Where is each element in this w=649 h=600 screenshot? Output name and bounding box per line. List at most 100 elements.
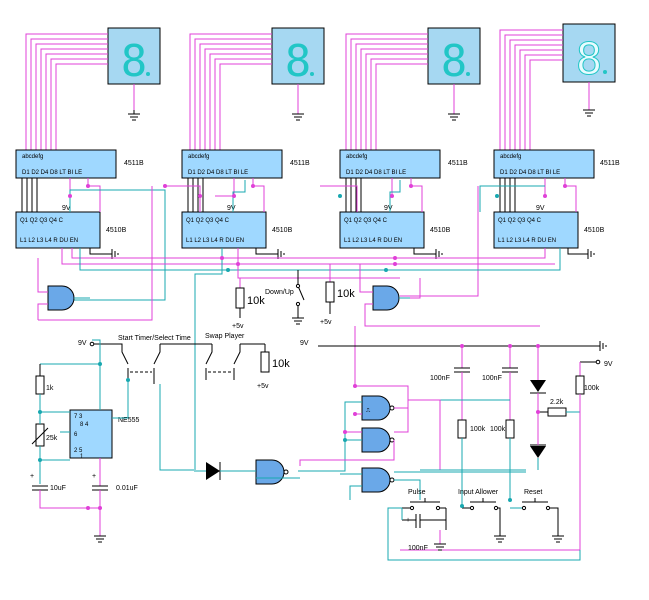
svg-text:L1 L2 L3 L4 R DU EN: L1 L2 L3 L4 R DU EN [344,238,402,244]
pulse-label: Pulse [408,489,426,496]
svg-text:10k: 10k [337,288,355,300]
display-digit: 8 [576,34,603,85]
svg-text:D1 D2 D4 D8 LT BI LE: D1 D2 D4 D8 LT BI LE [346,170,406,176]
display-bus-1 [25,33,108,150]
seven-segment-display-4: 8 [562,23,616,110]
decoder-chip-2: 4511B abcdefg D1 D2 D4 D8 LT BI LE [181,149,310,179]
gate-wiring [92,339,421,500]
chip-label: 4511B [448,160,468,167]
decoder-chip-4: 4511B abcdefg D1 D2 D4 D8 LT BI LE [493,149,620,179]
decoder-9v-labels: 9V 9V 9V 9V [62,205,545,212]
svg-text:abcdefg: abcdefg [188,154,209,160]
swap-player-label: Swap Player [205,333,245,340]
svg-text:100nF: 100nF [482,375,502,382]
counter-chip-3: 4510B Q1 Q2 Q3 Q4 C L1 L2 L3 L4 R DU EN [339,211,451,249]
ne555-timer: NE555 7 3 6 2 5 8 4 1 [69,409,140,460]
seven-segment-display-3: 8 [427,27,481,114]
display-grounds [128,109,595,121]
display-bus-2 [189,33,272,150]
svg-text:9V: 9V [604,361,613,368]
display-digit: 8 [121,36,148,87]
display-bus-4 [499,29,563,150]
input-allower-button[interactable]: Input Allower [458,489,506,543]
bottom-wiring [387,498,581,561]
resistor-10k-start: 10k +5v [232,278,265,330]
inter-stage-wiring [60,178,577,301]
svg-text:9V: 9V [227,205,236,212]
start-timer-switch[interactable]: Start Timer/Select Time 9V [78,335,191,384]
svg-text:1k: 1k [46,385,54,392]
svg-text:+: + [30,473,34,480]
supply-rail-top: 9V [300,340,607,380]
reset-label: Reset [524,489,542,496]
decoder-chip-3: 4511B abcdefg D1 D2 D4 D8 LT BI LE [339,149,468,179]
decoder-chip-1: 4511B abcdefg D1 D2 D4 D8 LT BI LE [15,149,144,179]
chip-label: 4510B [106,227,127,234]
svg-text:100k: 100k [470,426,486,433]
down-up-label: Down/Up [265,289,294,296]
chip-label: 4510B [430,227,451,234]
chip-label: 4510B [584,227,605,234]
resistor-10k-swap: 10k +5v [257,344,290,390]
svg-text:100k: 100k [490,426,506,433]
svg-text:9V: 9V [62,205,71,212]
svg-text:⎍: ⎍ [366,408,371,414]
feedback-wiring [38,186,421,388]
clock-bus [61,248,561,470]
diode [194,462,256,480]
svg-text:9V: 9V [536,205,545,212]
svg-text:Q1 Q2 Q3 Q4 C: Q1 Q2 Q3 Q4 C [186,218,230,224]
nand-gate-4 [361,467,395,493]
down-up-switch[interactable]: Down/Up [265,270,305,325]
svg-text:abcdefg: abcdefg [500,154,521,160]
and-gate-left [37,258,90,320]
input-allower-label: Input Allower [458,489,499,496]
chip-label: 4510B [272,227,293,234]
svg-text:100nF: 100nF [408,545,428,552]
svg-text:D1 D2 D4 D8 LT BI LE: D1 D2 D4 D8 LT BI LE [500,170,560,176]
svg-text:100k: 100k [584,385,600,392]
pulse-button[interactable]: Pulse + 100nF [401,489,447,552]
svg-text:7 3: 7 3 [74,414,83,420]
seven-segment-display-1: 8 [107,27,161,114]
svg-text:L1 L2 L3 L4 R DU EN: L1 L2 L3 L4 R DU EN [20,238,78,244]
svg-text:0.01uF: 0.01uF [116,485,138,492]
counter-chip-4: 4510B Q1 Q2 Q3 Q4 C L1 L2 L3 L4 R DU EN [493,211,605,249]
counter-chip-1: 4510B Q1 Q2 Q3 Q4 C L1 L2 L3 L4 R DU EN [15,211,127,249]
svg-text:D1 D2 D4 D8 LT BI LE: D1 D2 D4 D8 LT BI LE [22,170,82,176]
svg-text:10k: 10k [272,358,290,370]
svg-text:2.2k: 2.2k [550,399,564,406]
swap-player-switch[interactable]: Swap Player [160,333,265,380]
svg-text:10uF: 10uF [50,485,66,492]
svg-text:100nF: 100nF [430,375,450,382]
nand-gate-2 [361,427,395,453]
svg-text:+: + [92,473,96,480]
display-bus-3 [345,33,428,150]
counter-chip-2: 4510B Q1 Q2 Q3 Q4 C L1 L2 L3 L4 R DU EN [181,211,293,249]
svg-text:D1 D2 D4 D8 LT BI LE: D1 D2 D4 D8 LT BI LE [188,170,248,176]
svg-text:9V: 9V [384,205,393,212]
svg-text:9V: 9V [300,340,309,347]
display-digit: 8 [285,36,312,87]
svg-text:25k: 25k [46,435,58,442]
chip-label: 4511B [290,160,310,167]
display-digit: 8 [441,36,468,87]
svg-text:L1 L2 L3 L4 R DU EN: L1 L2 L3 L4 R DU EN [186,238,244,244]
svg-text:L1 L2 L3 L4 R DU EN: L1 L2 L3 L4 R DU EN [498,238,556,244]
right-passives: 100nF 100nF 100k 100k 2.2k 9V 100k [394,359,613,551]
chip-label: 4511B [124,160,144,167]
resistor-10k-updown: 10k +5v [320,264,355,326]
svg-text:+5v: +5v [257,383,269,390]
counter-grounds [89,248,595,259]
svg-text:Q1 Q2 Q3 Q4 C: Q1 Q2 Q3 Q4 C [344,218,388,224]
svg-text:+5v: +5v [232,323,244,330]
svg-text:abcdefg: abcdefg [22,154,43,160]
chip-label: 4511B [600,160,620,167]
nand-gate-1: ⎍ [361,395,395,421]
reset-button[interactable]: Reset [510,489,564,543]
and-gate-right [359,264,540,327]
nand-gate-3 [255,459,289,485]
svg-text:2 5: 2 5 [74,448,83,454]
svg-text:6: 6 [74,432,78,438]
